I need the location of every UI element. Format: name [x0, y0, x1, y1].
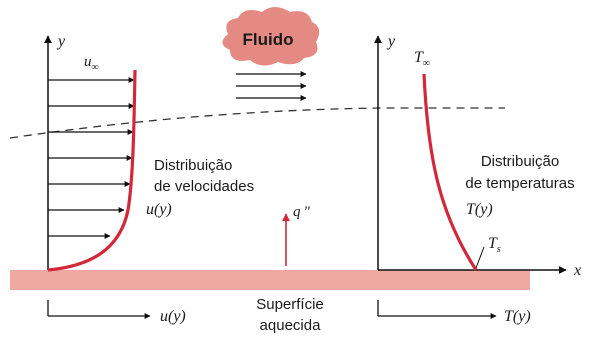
temperature-panel: y x T∞ Distribuição de temperaturas T(y)… [374, 33, 581, 325]
velocity-bottom-axis [47, 300, 151, 319]
velocity-profile-title-line1: Distribuição [154, 157, 232, 174]
velocity-panel: y u∞ Distribuição de velocidades u(y) u(… [44, 33, 254, 325]
velocity-profile-curve [47, 69, 137, 272]
heat-flux: q " [282, 204, 311, 266]
temperature-profile-title-line1: Distribuição [481, 153, 559, 170]
free-stream-velocity-label: u∞ [84, 54, 99, 73]
surface-temperature-label: Ts [488, 235, 501, 255]
surface-label-line1: Superfície [256, 296, 324, 313]
x-axis-label: x [573, 262, 581, 279]
temperature-bottom-axis-label: T(y) [504, 308, 531, 325]
velocity-bottom-axis-label: u(y) [160, 308, 186, 325]
flow-arrows [236, 71, 307, 101]
temperature-bottom-axis [377, 300, 497, 319]
velocity-vectors [48, 77, 135, 239]
temperature-profile-title-line2: de temperaturas [465, 175, 574, 192]
heat-flux-label: q " [293, 204, 311, 220]
surface-label-line2: aquecida [260, 317, 322, 334]
right-y-axis-label: y [386, 33, 396, 50]
fluid-cloud: Fluido [222, 7, 320, 66]
velocity-profile-title-line2: de velocidades [154, 178, 254, 195]
velocity-profile-function: u(y) [146, 201, 172, 218]
temperature-profile-curve [422, 73, 478, 271]
surface-temp-leader [475, 246, 485, 269]
fluid-label: Fluido [243, 30, 294, 49]
free-stream-temperature-label: T∞ [414, 49, 430, 69]
left-y-axis-label: y [56, 33, 66, 50]
boundary-layer-edge [9, 107, 505, 139]
temperature-profile-function: T(y) [466, 201, 493, 218]
heated-surface [10, 270, 530, 290]
